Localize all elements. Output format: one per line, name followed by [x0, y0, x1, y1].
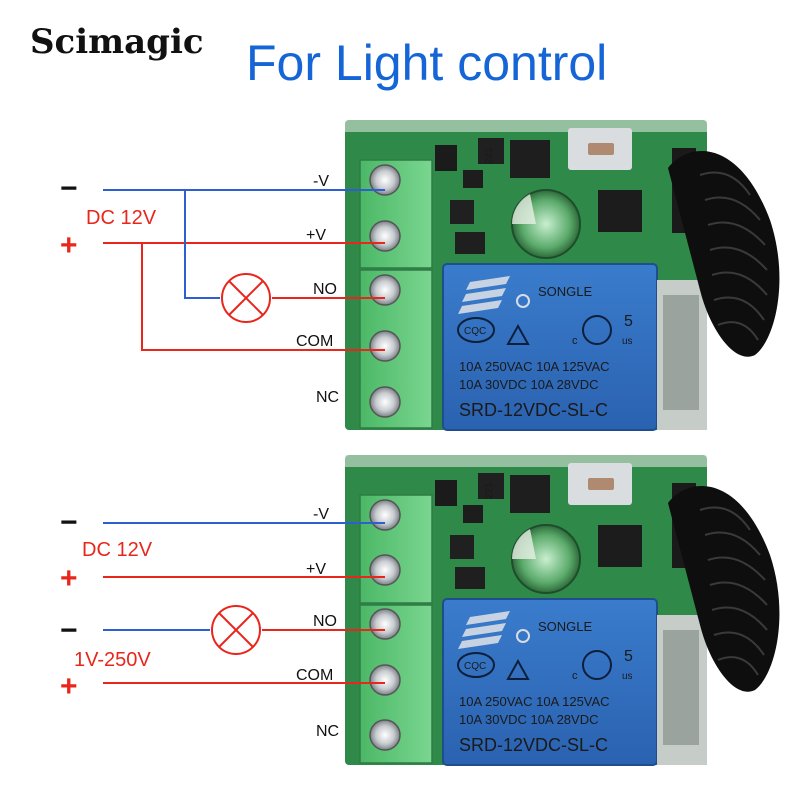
cert-mark-us: us: [622, 336, 633, 347]
cqc-mark: [457, 317, 495, 343]
load-voltage-label: 1V-250V: [74, 649, 151, 671]
relay-module-bottom: 221 SONGLE CQC c 5 us 10A 250VAC 10A 125…: [345, 455, 780, 766]
terminal-label-com: COM: [296, 667, 333, 684]
terminal-label-pos: +V: [306, 227, 326, 244]
resistor-label: 221: [484, 147, 495, 164]
terminal-label-nc: NC: [316, 723, 339, 740]
relay-model: SRD-12VDC-SL-C: [459, 735, 608, 755]
resistor-label: 221: [484, 482, 495, 499]
relay-brand: SONGLE: [538, 619, 593, 634]
brand-logo: Scimagic: [30, 22, 204, 62]
supply-voltage-label: DC 12V: [82, 539, 153, 561]
terminal-label-no: NO: [313, 613, 337, 630]
cqc-label: CQC: [464, 661, 486, 672]
cert-mark-us: us: [622, 671, 633, 682]
cert-mark-num: 5: [624, 313, 633, 330]
terminal-label-no: NO: [313, 281, 337, 298]
positive-terminal-symbol: +: [60, 562, 78, 595]
relay-model: SRD-12VDC-SL-C: [459, 400, 608, 420]
negative-terminal-symbol: −: [60, 172, 78, 205]
relay-module-top: 221 SONGLE CQC c 5 us 10A 250VAC 10A 125…: [345, 120, 780, 431]
supply-voltage-label: DC 12V: [86, 207, 157, 229]
lamp-icon: [211, 605, 261, 655]
load-negative-symbol: −: [60, 614, 78, 647]
relay-rating-dc: 10A 30VDC 10A 28VDC: [459, 377, 598, 392]
terminal-label-com: COM: [296, 333, 333, 350]
relay-rating-dc: 10A 30VDC 10A 28VDC: [459, 712, 598, 727]
ul-mark-icon: [582, 650, 612, 680]
warning-triangle-icon: [506, 323, 530, 345]
regulator-chip: [510, 140, 550, 178]
antenna-coil: [668, 148, 780, 357]
cqc-label: CQC: [464, 326, 486, 337]
positive-terminal-symbol: +: [60, 229, 78, 262]
terminal-label-nc: NC: [316, 389, 339, 406]
ic-chip: [435, 145, 457, 171]
cert-mark-c: c: [572, 670, 578, 682]
cert-mark-c: c: [572, 335, 578, 347]
antenna-coil: [668, 483, 780, 692]
ic-chip: [598, 190, 642, 232]
terminal-label-neg: -V: [313, 506, 329, 523]
wiring-top: [103, 189, 385, 351]
relay-rating-ac: 10A 250VAC 10A 125VAC: [459, 694, 610, 709]
negative-terminal-symbol: −: [60, 506, 78, 539]
terminal-label-neg: -V: [313, 173, 329, 190]
relay-brand: SONGLE: [538, 284, 593, 299]
warning-triangle-icon: [506, 658, 530, 680]
lamp-icon: [221, 273, 271, 323]
relay-rating-ac: 10A 250VAC 10A 125VAC: [459, 359, 610, 374]
terminal-label-pos: +V: [306, 561, 326, 578]
wiring-bottom: [103, 522, 385, 684]
cert-mark-num: 5: [624, 648, 633, 665]
page-title: For Light control: [246, 35, 608, 91]
ul-mark-icon: [582, 315, 612, 345]
load-positive-symbol: +: [60, 670, 78, 703]
